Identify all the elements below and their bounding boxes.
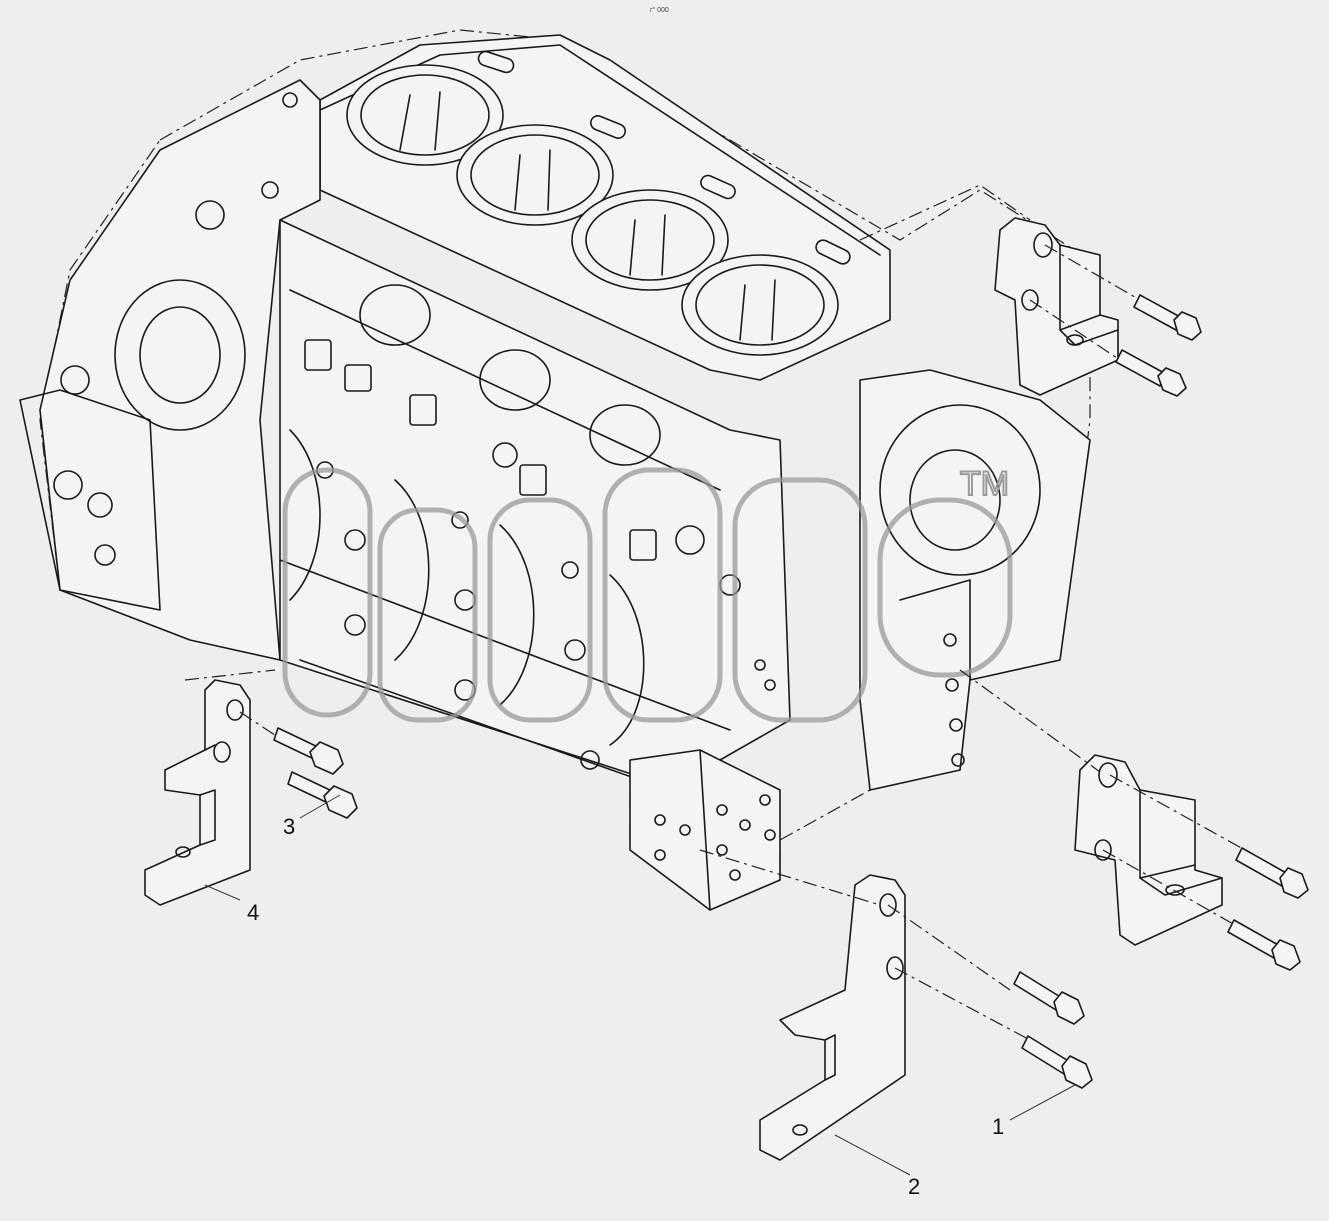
lifting-bracket-upper-right [859,184,1202,397]
callout-2: 2 [908,1174,920,1199]
bolt [287,771,358,819]
header-mark: r° 000 [650,6,669,14]
callout-leaders [204,794,1076,1176]
bolts-front [1013,971,1093,1089]
bolt [1021,1035,1093,1089]
callout-1: 1 [992,1114,1004,1139]
lifting-bracket-lower-right [959,669,1309,971]
lifting-bracket-front [699,849,1031,1161]
watermark-tm: TM [960,465,1009,503]
callout-4: 4 [247,900,259,925]
bolt [273,727,344,775]
watermark-logo: TM [282,464,1013,723]
bolts-left [273,727,358,819]
callout-3: 3 [283,814,295,839]
engine-block [19,29,1091,911]
lifting-bracket-left [144,669,291,906]
bolt [1013,971,1085,1025]
